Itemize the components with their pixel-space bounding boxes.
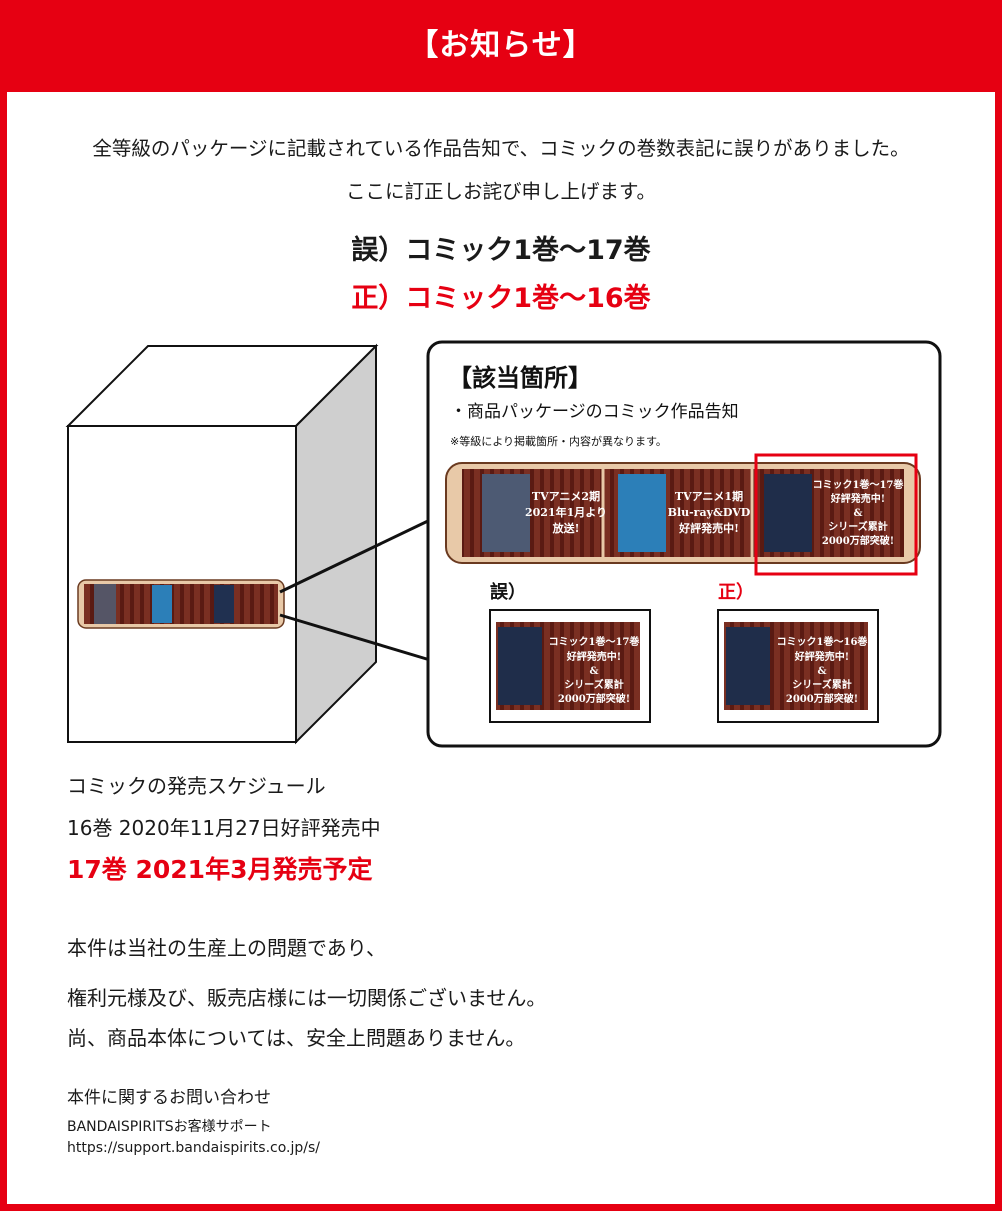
banner-panel3-line5: 2000万部突破! bbox=[822, 534, 894, 547]
banner-panel3-line2: 好評発売中! bbox=[830, 492, 885, 505]
contact-url[interactable]: https://support.bandaispirits.co.jp/s/ bbox=[67, 1140, 320, 1156]
wrong-sample-line1: コミック1巻〜17巻 bbox=[549, 635, 641, 648]
wrong-sample-cover bbox=[498, 627, 542, 705]
small-banner bbox=[77, 579, 285, 629]
wrong-sample-line3: & bbox=[589, 666, 598, 677]
callout-title: 【該当箇所】 bbox=[448, 364, 592, 392]
banner-panel2-line3: 好評発売中! bbox=[678, 521, 739, 535]
callout-note: ※等級により掲載箇所・内容が異なります。 bbox=[450, 434, 667, 448]
banner-panel1-line1: TVアニメ2期 bbox=[532, 489, 600, 503]
highlight-box bbox=[754, 453, 918, 576]
banner-panel3-line4: シリーズ累計 bbox=[828, 520, 888, 533]
callout-connector bbox=[279, 518, 431, 662]
schedule-title: コミックの発売スケジュール bbox=[67, 774, 326, 798]
notice-line-1: 本件は当社の生産上の問題であり、 bbox=[67, 936, 386, 960]
correct-sample-cover bbox=[726, 627, 770, 705]
wrong-sample: コミック1巻〜17巻 好評発売中! & シリーズ累計 2000万部突破! bbox=[489, 609, 651, 723]
comic-cover bbox=[764, 474, 812, 552]
wrong-sample-line5: 2000万部突破! bbox=[558, 692, 630, 705]
correct-label: 正）コミック1巻〜16巻 bbox=[351, 283, 651, 314]
contact-title: 本件に関するお問い合わせ bbox=[67, 1088, 271, 1108]
intro-line-2: ここに訂正しお詫び申し上げます。 bbox=[345, 180, 657, 203]
wrong-sample-label: 誤） bbox=[490, 581, 526, 603]
schedule-vol17: 17巻 2021年3月発売予定 bbox=[67, 855, 373, 884]
schedule-vol16: 16巻 2020年11月27日好評発売中 bbox=[67, 816, 381, 840]
wrong-sample-line4: シリーズ累計 bbox=[564, 678, 624, 691]
callout-subtitle: ・商品パッケージのコミック作品告知 bbox=[450, 402, 739, 422]
banner-panel1-line3: 放送! bbox=[552, 521, 580, 535]
wrong-label: 誤）コミック1巻〜17巻 bbox=[351, 235, 651, 266]
package-box bbox=[65, 343, 379, 745]
correct-sample-line4: シリーズ累計 bbox=[792, 678, 852, 691]
package-illustration: 【該当箇所】 ・商品パッケージのコミック作品告知 ※等級により掲載箇所・内容が異… bbox=[65, 340, 942, 748]
page-title: 【お知らせ】 bbox=[408, 28, 594, 63]
correct-sample-line3: & bbox=[817, 666, 826, 677]
notice-line-2: 権利元様及び、販売店様には一切関係ございません。 bbox=[67, 986, 547, 1010]
banner-panel3-line1: コミック1巻〜17巻 bbox=[813, 478, 905, 491]
banner-panel2-line2: Blu-ray&DVD bbox=[668, 506, 751, 519]
correct-sample-line2: 好評発売中! bbox=[794, 650, 849, 663]
package-banner: TVアニメ2期 2021年1月より 放送! TVアニメ1期 Blu-ray&DV… bbox=[445, 462, 921, 564]
contact-name: BANDAISPIRITSお客様サポート bbox=[67, 1119, 272, 1135]
banner-panel2-line1: TVアニメ1期 bbox=[675, 489, 743, 503]
notice-line-3: 尚、商品本体については、安全上問題ありません。 bbox=[67, 1026, 526, 1050]
intro-line-1: 全等級のパッケージに記載されている作品告知で、コミックの巻数表記に誤りがありまし… bbox=[92, 137, 910, 160]
correct-sample-line5: 2000万部突破! bbox=[786, 692, 858, 705]
banner-panel1-line2: 2021年1月より bbox=[525, 505, 607, 519]
wrong-sample-line2: 好評発売中! bbox=[566, 650, 621, 663]
bluray-cover bbox=[618, 474, 666, 552]
header-bar: 【お知らせ】 bbox=[0, 0, 1002, 92]
correct-sample-label: 正） bbox=[718, 582, 754, 603]
anime-key-visual bbox=[482, 474, 530, 552]
banner-panel3-line3: & bbox=[853, 508, 862, 519]
correct-sample-line1: コミック1巻〜16巻 bbox=[777, 635, 869, 648]
correct-sample: コミック1巻〜16巻 好評発売中! & シリーズ累計 2000万部突破! bbox=[717, 609, 879, 723]
